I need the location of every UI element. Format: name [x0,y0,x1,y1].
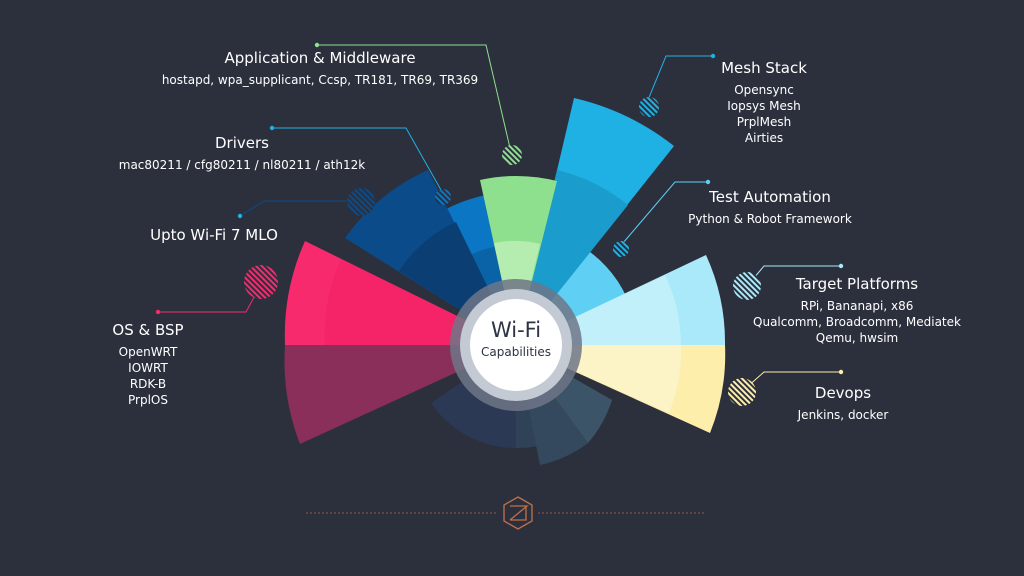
connector-dot-drivers [269,125,275,131]
detail-line: Iopsys Mesh [727,99,801,113]
label-devops: Devops Jenkins, docker [773,384,913,423]
detail-line: RPi, Bananapi, x86 [800,299,914,313]
label-title: Application & Middleware [224,49,416,67]
hexagon-logo-icon [503,496,533,530]
label-details: mac80211 / cfg80211 / nl80211 / ath12k [104,157,380,173]
connector-mesh-stack [647,55,713,101]
detail-line: Airties [744,131,784,145]
badge-app-middleware [502,145,522,165]
badge-target-platforms [733,272,761,300]
label-details: Jenkins, docker [773,407,913,423]
label-wifi7-mlo: Upto Wi-Fi 7 MLO [134,226,294,245]
connector-wifi7 [239,200,358,217]
connector-dot-devops [838,369,844,375]
label-details: OpenWRT IOWRT RDK-B PrplOS [88,344,208,408]
badge-devops [728,378,756,406]
badge-mesh-stack [639,97,659,117]
badge-test-automation [613,241,629,257]
detail-line: mac80211 / cfg80211 / nl80211 / ath12k [118,158,366,172]
detail-line: Jenkins, docker [797,408,889,422]
detail-line: PrplOS [128,393,168,407]
connector-dot-app [314,42,320,48]
connector-dot-os [155,309,161,315]
label-details: hostapd, wpa_supplicant, Ccsp, TR181, TR… [118,72,522,88]
label-title: Target Platforms [795,275,919,293]
connector-app-middleware [317,44,511,149]
detail-line: OpenWRT [118,345,178,359]
connector-dot-wifi7 [237,213,243,219]
connector-dot-target [838,263,844,269]
detail-line: Opensync [734,83,794,97]
detail-line: Qualcomm, Broadcomm, Mediatek [753,315,961,329]
connector-drivers [272,127,442,191]
label-mesh-stack: Mesh Stack Opensync Iopsys Mesh PrplMesh… [694,59,834,146]
label-details: Python & Robot Framework [664,211,876,227]
connector-dot-test [705,179,711,185]
connector-test-automation [622,181,708,244]
label-target-platforms: Target Platforms RPi, Bananapi, x86 Qual… [730,275,984,346]
center-subtitle: Capabilities [481,345,551,359]
badge-wifi7 [347,188,375,216]
label-drivers: Drivers mac80211 / cfg80211 / nl80211 / … [104,134,380,173]
label-title: Test Automation [709,188,831,206]
detail-line: Qemu, hwsim [815,331,899,345]
label-details: RPi, Bananapi, x86 Qualcomm, Broadcomm, … [730,298,984,346]
label-title: Mesh Stack [721,59,807,77]
label-title: OS & BSP [112,321,184,339]
label-test-automation: Test Automation Python & Robot Framework [664,188,876,227]
center-title: Wi-Fi [490,318,542,342]
center-disc [470,299,562,391]
detail-line: hostapd, wpa_supplicant, Ccsp, TR181, TR… [161,73,479,87]
detail-line: PrplMesh [736,115,792,129]
badge-os-bsp [244,265,278,299]
detail-line: RDK-B [129,377,167,391]
label-title: Devops [814,384,872,402]
label-details: Opensync Iopsys Mesh PrplMesh Airties [694,82,834,146]
label-title: Upto Wi-Fi 7 MLO [150,226,278,244]
label-os-bsp: OS & BSP OpenWRT IOWRT RDK-B PrplOS [88,321,208,408]
detail-line: IOWRT [128,361,168,375]
label-app-middleware: Application & Middleware hostapd, wpa_su… [118,49,522,88]
connector-dot-mesh [710,53,716,59]
connector-os-bsp [158,287,260,313]
center-label: Wi-Fi Capabilities [456,318,576,360]
detail-line: Python & Robot Framework [688,212,852,226]
badge-drivers [435,189,451,205]
label-title: Drivers [215,134,269,152]
